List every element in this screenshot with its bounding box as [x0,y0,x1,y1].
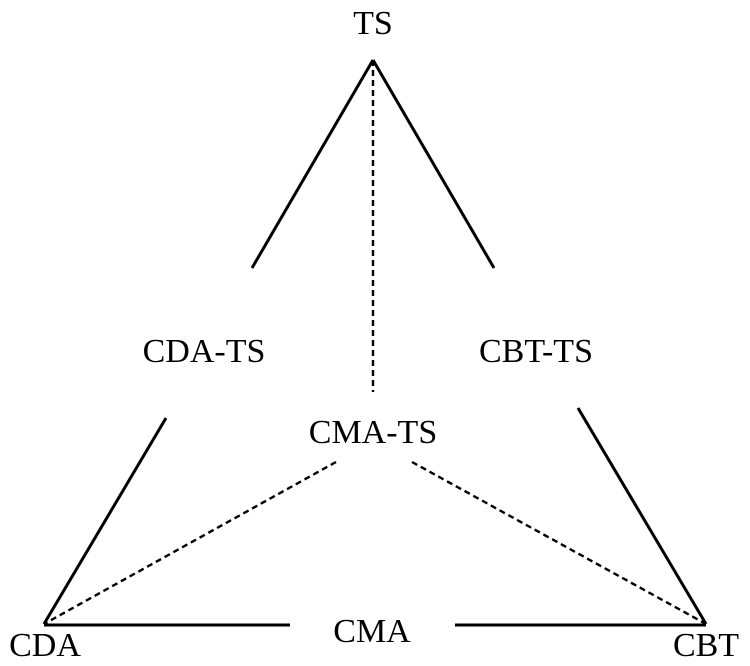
edge-ts-to-cda-ts [250,59,375,269]
edge-cbt-ts-to-cbt [576,407,708,625]
node-ts: TS [353,5,393,42]
edge-cma-ts-to-cda [43,460,337,626]
node-cbt-ts: CBT-TS [479,333,593,370]
edge-cda-ts-to-cda [42,417,168,625]
node-cma-ts: CMA-TS [309,414,437,451]
node-cda-ts: CDA-TS [143,333,266,370]
edge-cma-ts-to-cbt [411,460,707,626]
node-cbt: CBT [673,627,739,664]
node-cda: CDA [9,627,81,664]
node-cma: CMA [333,613,411,650]
edge-ts-to-cbt-ts [371,59,496,269]
